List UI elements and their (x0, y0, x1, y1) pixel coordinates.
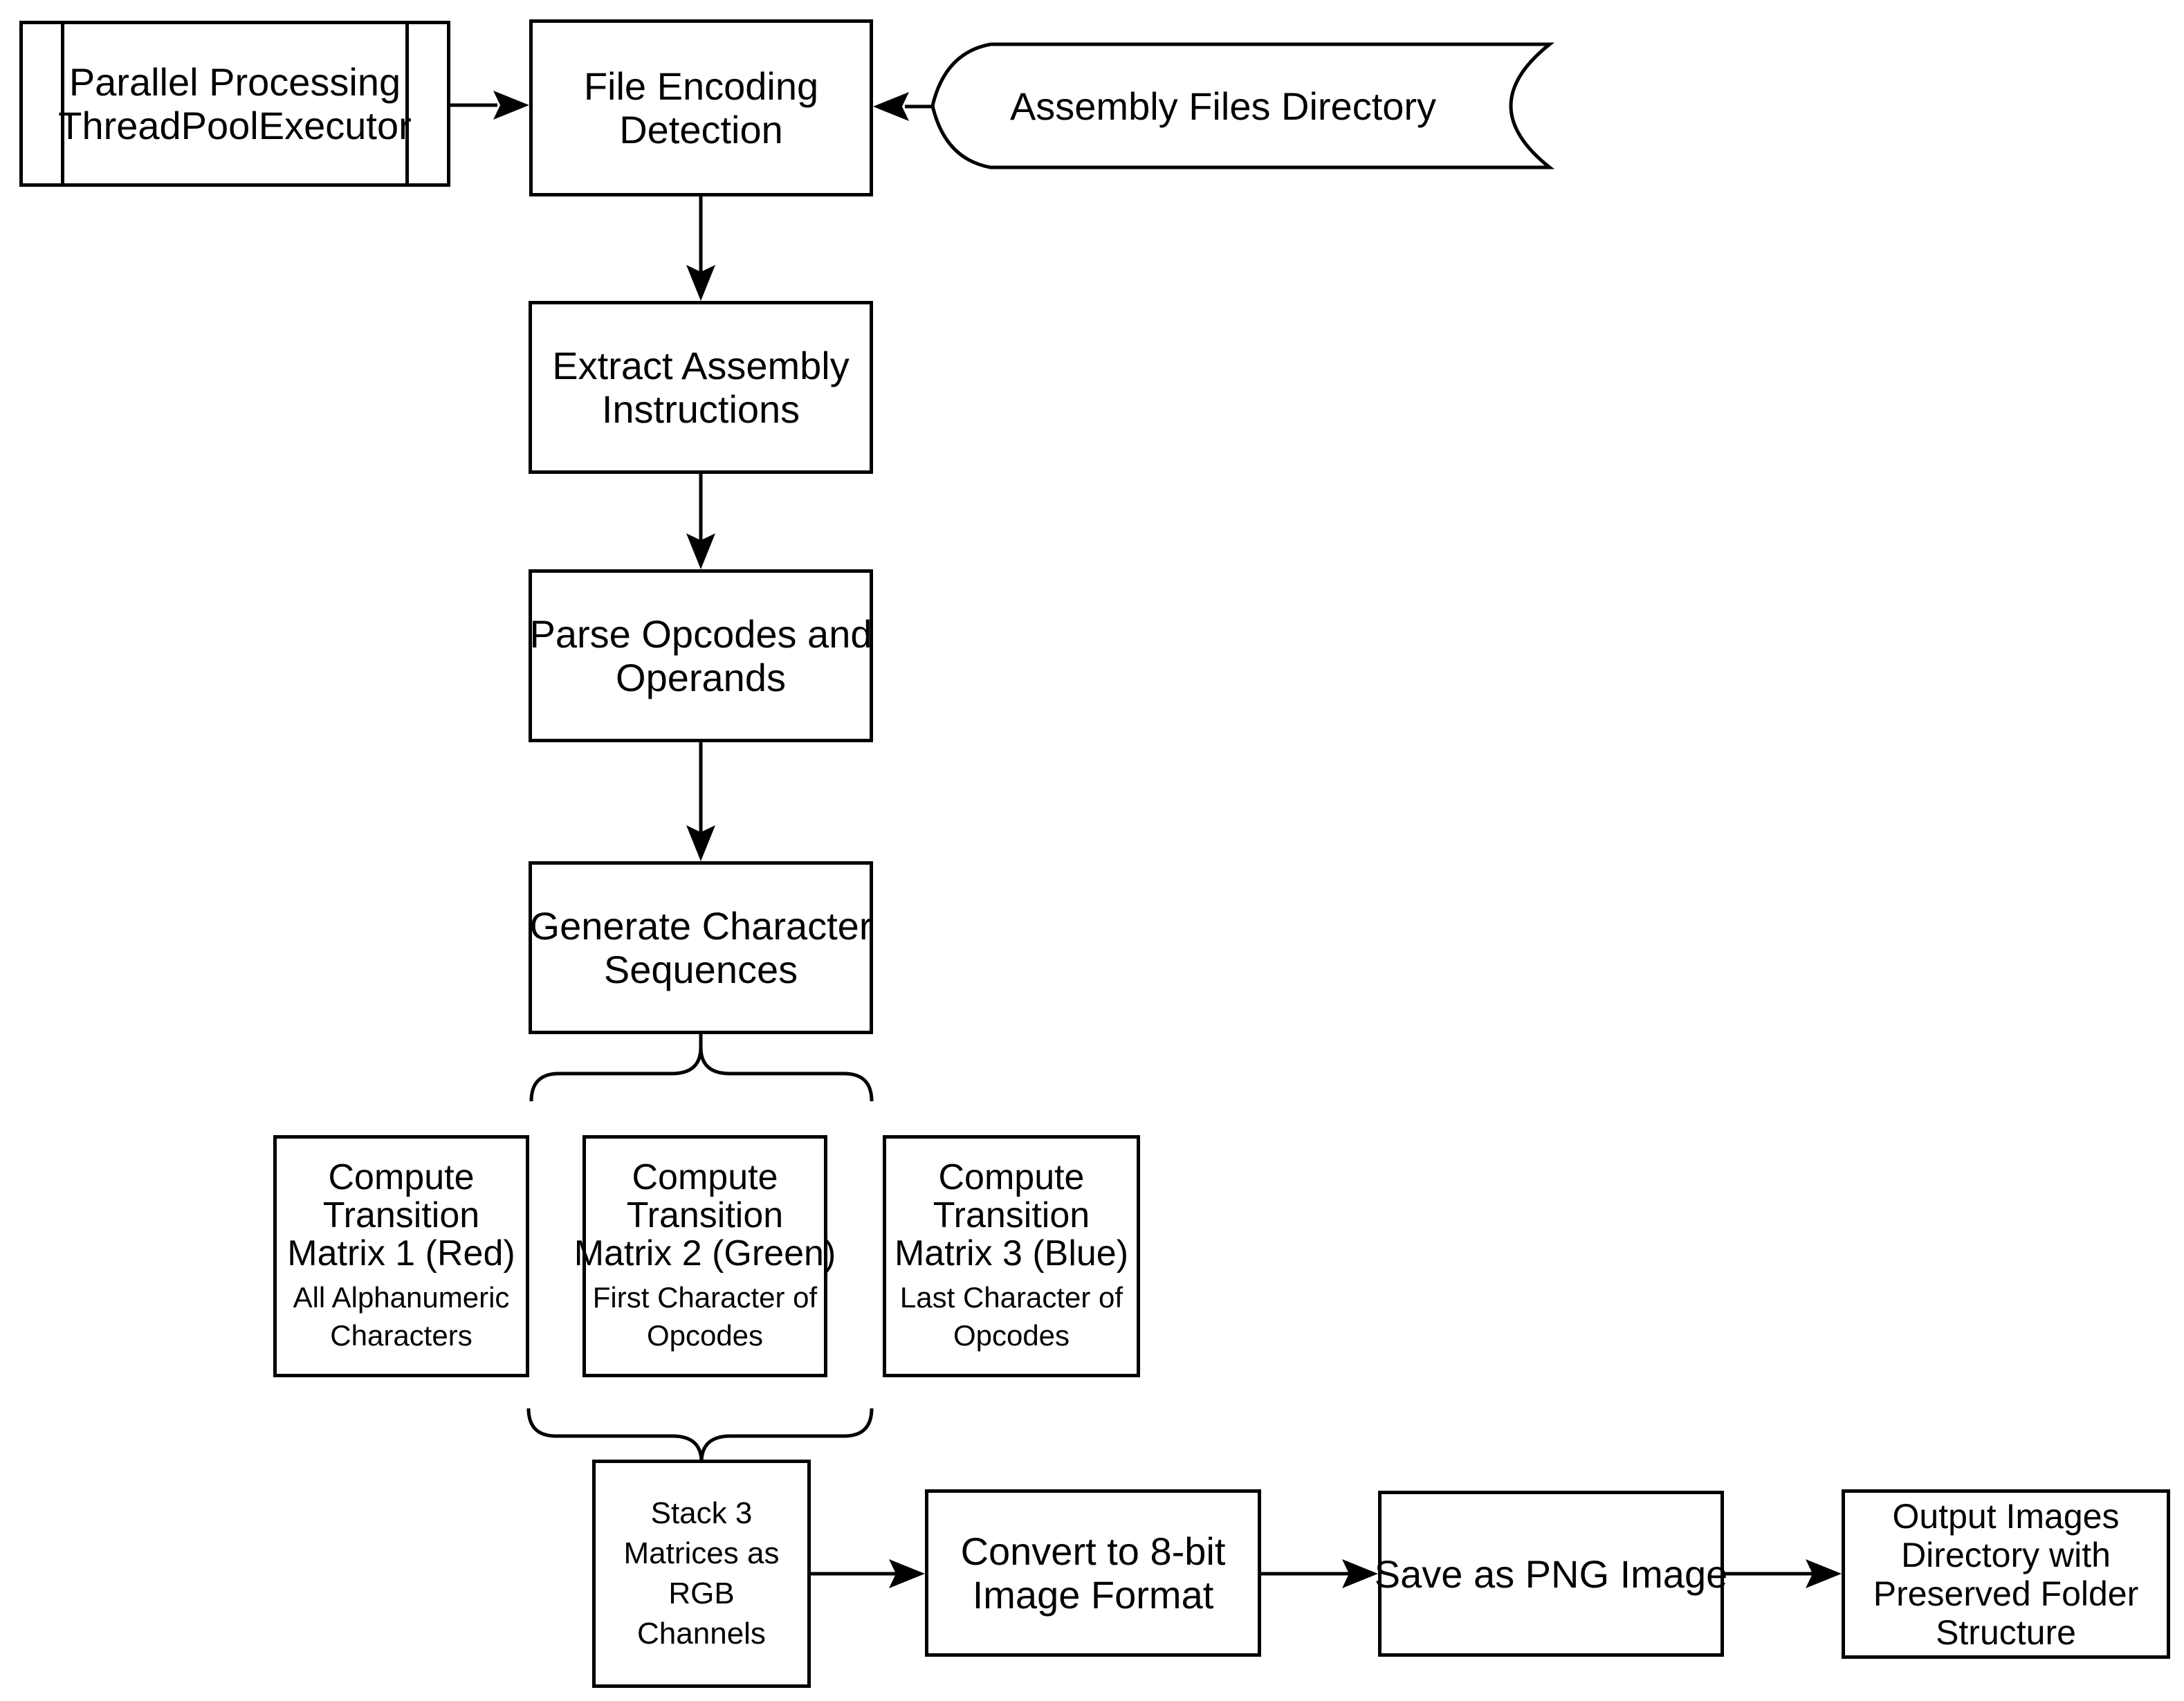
node-extract-assembly-instructions: Extract Assembly Instructions (529, 301, 873, 474)
node-subtitle: First Character of Opcodes (592, 1280, 818, 1352)
node-title: Compute Transition Matrix 2 (Green) (573, 1157, 836, 1274)
node-file-encoding-detection: File Encoding Detection (529, 19, 873, 196)
node-generate-character-sequences: Generate Character Sequences (529, 861, 873, 1034)
node-label: Assembly Files Directory (1009, 84, 1437, 128)
node-title: Compute Transition Matrix 1 (Red) (287, 1157, 515, 1274)
node-subtitle: All Alphanumeric Characters (293, 1280, 510, 1352)
node-label: Save as PNG Image (1374, 1552, 1728, 1596)
node-output-images-directory: Output Images Directory with Preserved F… (1842, 1489, 2170, 1659)
arrow-convert-to-save (1261, 1559, 1378, 1588)
node-save-png-image: Save as PNG Image (1374, 1491, 1728, 1657)
arrow-file-to-extract (686, 195, 715, 301)
brace-generate-to-matrices (529, 1033, 874, 1102)
node-subtitle: Last Character of Opcodes (899, 1280, 1123, 1352)
node-label: File Encoding Detection (583, 64, 819, 151)
arrow-assembly-to-file (873, 92, 933, 121)
brace-matrices-to-stack (526, 1408, 874, 1465)
node-compute-matrix-2-green: Compute Transition Matrix 2 (Green) Firs… (574, 1135, 836, 1377)
predefined-process-bar-right (405, 24, 409, 183)
node-title: Compute Transition Matrix 3 (Blue) (894, 1157, 1129, 1274)
arrow-extract-to-parse (686, 472, 715, 569)
node-label: Output Images Directory with Preserved F… (1873, 1496, 2139, 1652)
arrow-parallel-to-file (450, 91, 529, 120)
node-convert-8bit-image: Convert to 8-bit Image Format (925, 1489, 1261, 1657)
node-compute-matrix-3-blue: Compute Transition Matrix 3 (Blue) Last … (883, 1135, 1140, 1377)
arrow-parse-to-generate (686, 741, 715, 861)
node-label: Generate Character Sequences (529, 904, 872, 991)
node-stack-matrices-rgb: Stack 3 Matrices as RGB Channels (592, 1460, 811, 1688)
node-label: Extract Assembly Instructions (552, 344, 850, 431)
node-label: Parse Opcodes and Operands (529, 612, 872, 699)
node-parallel-processing: Parallel Processing ThreadPoolExecutor (19, 21, 450, 187)
arrow-save-to-output (1724, 1559, 1842, 1588)
node-label: Parallel Processing ThreadPoolExecutor (58, 60, 412, 147)
node-label: Convert to 8-bit Image Format (960, 1529, 1226, 1617)
arrow-stack-to-convert (811, 1559, 925, 1588)
node-label: Stack 3 Matrices as RGB Channels (623, 1496, 780, 1651)
node-parse-opcodes-operands: Parse Opcodes and Operands (529, 569, 873, 742)
node-compute-matrix-1-red: Compute Transition Matrix 1 (Red) All Al… (273, 1135, 529, 1377)
predefined-process-bar-left (61, 24, 64, 183)
stored-data-shape (930, 42, 1555, 169)
node-assembly-files-directory: Assembly Files Directory (967, 44, 1479, 167)
